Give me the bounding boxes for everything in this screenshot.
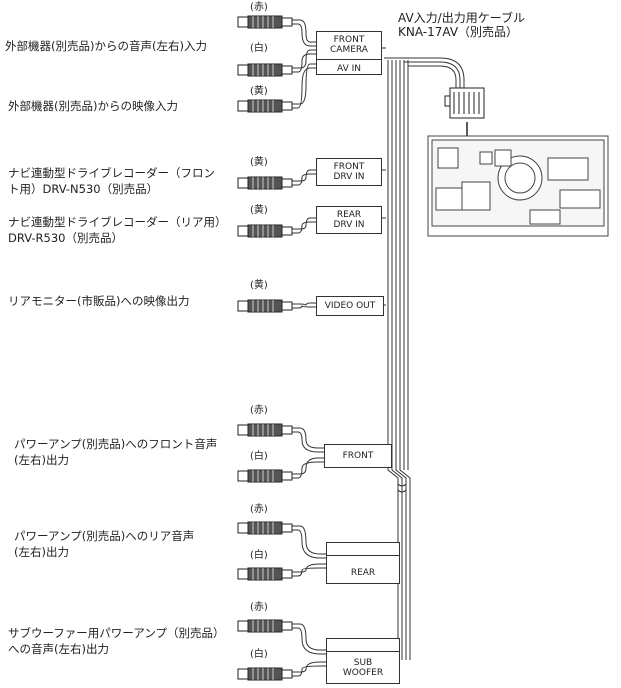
color-tag-red: (赤) (250, 405, 268, 416)
box-rear: REAR (326, 542, 400, 584)
label-drv-rear: ナビ連動型ドライブレコーダー（リア用） DRV-R530（別売品） (8, 214, 227, 246)
box-front: FRONT (324, 444, 392, 468)
color-tag-yellow: (黄) (250, 157, 268, 168)
label-drv-front-line1: ナビ連動型ドライブレコーダー（フロン (8, 166, 215, 180)
box-front-drv-in: FRONT DRV IN (316, 158, 382, 186)
label-ext-video: 外部機器(別売品)からの映像入力 (8, 99, 178, 113)
box-av-in: AV IN (317, 59, 381, 74)
label-drv-front: ナビ連動型ドライブレコーダー（フロン ト用）DRV-N530（別売品） (8, 165, 215, 197)
label-drv-rear-line2: DRV-R530（別売品） (8, 231, 123, 245)
box-sub-woofer: SUB WOOFER (326, 638, 400, 684)
box-front-drv-line2: DRV IN (333, 172, 365, 182)
box-rear-drv-line2: DRV IN (333, 220, 365, 230)
label-sub-line2: への音声(左右)出力 (8, 642, 109, 656)
color-tag-red: (赤) (250, 2, 268, 13)
box-front-camera-line1: FRONT (333, 35, 365, 45)
color-tag-white: (白) (250, 649, 268, 660)
box-sub-divider (327, 639, 399, 652)
label-amp-rear-line1: パワーアンプ(別売品)へのリア音声 (14, 529, 195, 543)
box-rear-divider (327, 543, 399, 556)
color-tag-red: (赤) (250, 602, 268, 613)
label-sub: サブウーファー用パワーアンプ（別売品） への音声(左右)出力 (8, 625, 225, 657)
cable-title-line2: KNA-17AV（別売品） (398, 25, 519, 39)
cable-title-line1: AV入力/出力用ケーブル (398, 11, 525, 25)
color-tag-white: (白) (250, 451, 268, 462)
box-sub-line2: WOOFER (342, 668, 384, 678)
box-video-out: VIDEO OUT (316, 296, 384, 316)
label-ext-audio: 外部機器(別売品)からの音声(左右)入力 (5, 39, 207, 53)
box-rear-drv-line1: REAR (336, 210, 362, 220)
color-tag-white: (白) (250, 43, 268, 54)
label-amp-front-line1: パワーアンプ(別売品)へのフロント音声 (14, 437, 218, 451)
label-sub-line1: サブウーファー用パワーアンプ（別売品） (8, 626, 225, 640)
label-amp-front: パワーアンプ(別売品)へのフロント音声 (左右)出力 (14, 436, 217, 468)
box-front-drv-line1: FRONT (333, 162, 365, 172)
label-rear-monitor: リアモニター(市販品)への映像出力 (8, 294, 190, 308)
box-rear-drv-in: REAR DRV IN (316, 206, 382, 234)
color-tag-yellow: (黄) (250, 280, 268, 291)
color-tag-yellow: (黄) (250, 86, 268, 97)
label-drv-front-line2: ト用）DRV-N530（別売品） (8, 182, 159, 196)
label-amp-rear-line2: (左右)出力 (14, 545, 69, 559)
label-drv-rear-line1: ナビ連動型ドライブレコーダー（リア用） (8, 215, 227, 229)
color-tag-white: (白) (250, 550, 268, 561)
color-tag-yellow: (黄) (250, 205, 268, 216)
cable-title: AV入力/出力用ケーブル KNA-17AV（別売品） (398, 11, 525, 39)
label-amp-rear: パワーアンプ(別売品)へのリア音声 (左右)出力 (14, 528, 194, 560)
color-tag-red: (赤) (250, 504, 268, 515)
box-front-camera-av-in: FRONT CAMERA AV IN (316, 31, 382, 75)
box-sub-line1: SUB (353, 658, 373, 668)
box-front-camera-line2: CAMERA (330, 45, 368, 55)
box-rear-label: REAR (350, 568, 376, 578)
label-amp-front-line2: (左右)出力 (14, 453, 69, 467)
